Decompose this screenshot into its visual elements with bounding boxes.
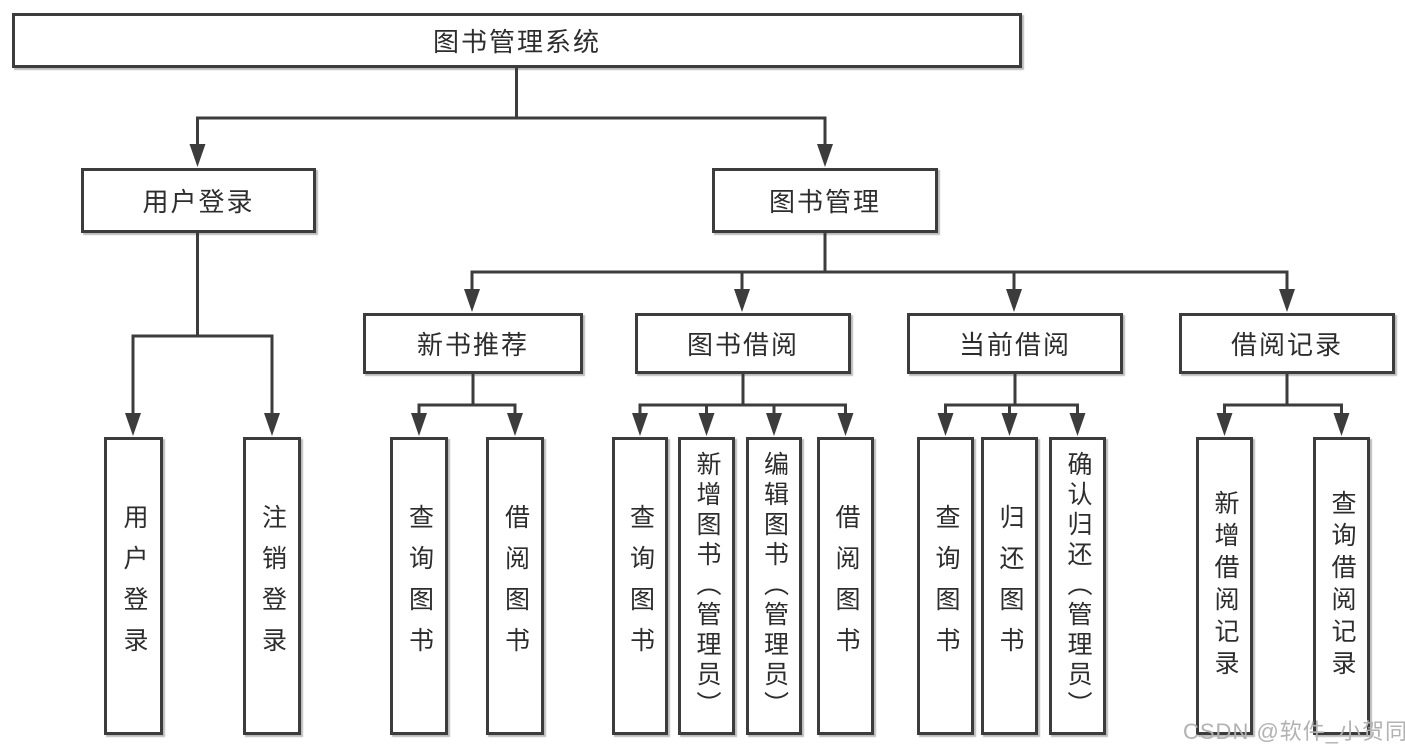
leaf-label: 查询图书	[932, 504, 960, 668]
node-label: 借阅记录	[1230, 330, 1343, 360]
leaf-user-login: 用户登录	[104, 437, 163, 735]
node-library-management-system: 图书管理系统	[12, 13, 1022, 68]
node-label: 新书推荐	[416, 330, 529, 360]
leaf-label: 借阅图书	[832, 504, 860, 668]
leaf-label: 查询借阅记录	[1328, 490, 1356, 682]
node-label: 图书借阅	[686, 330, 799, 360]
node-label: 图书管理	[768, 187, 881, 217]
leaf-borrow-books: 借阅图书	[817, 437, 874, 735]
node-label: 图书管理系统	[432, 27, 601, 57]
node-borrowing-records: 借阅记录	[1179, 313, 1395, 374]
leaf-label: 新增借阅记录	[1211, 490, 1239, 682]
node-new-book-recommend: 新书推荐	[363, 313, 583, 374]
node-current-borrowing: 当前借阅	[907, 313, 1123, 374]
node-label: 当前借阅	[958, 330, 1071, 360]
node-book-borrowing: 图书借阅	[635, 313, 851, 374]
leaf-label: 注销登录	[258, 504, 287, 668]
node-label: 用户登录	[142, 187, 255, 217]
node-book-management: 图书管理	[712, 168, 938, 233]
leaf-label: 查询图书	[626, 504, 655, 668]
leaf-logout: 注销登录	[243, 437, 301, 735]
csdn-watermark: CSDN @软件_小贺同学	[1183, 719, 1405, 744]
leaf-confirm-return-admin: 确认归还（管理员）	[1049, 437, 1106, 735]
leaf-label: 用户登录	[120, 504, 148, 668]
leaf-label: 归还图书	[996, 504, 1024, 668]
leaf-return-books: 归还图书	[981, 437, 1038, 735]
leaf-label: 查询图书	[405, 504, 434, 668]
leaf-label: 确认归还（管理员）	[1064, 451, 1092, 721]
leaf-label: 新增图书（管理员）	[693, 451, 721, 721]
leaf-borrow-books: 借阅图书	[486, 437, 544, 735]
leaf-label: 编辑图书（管理员）	[760, 451, 789, 721]
leaf-add-books-admin: 新增图书（管理员）	[678, 437, 735, 735]
leaf-query-books: 查询图书	[390, 437, 448, 735]
leaf-query-books: 查询图书	[917, 437, 974, 735]
node-user-login: 用户登录	[81, 168, 316, 233]
leaf-label: 借阅图书	[501, 504, 530, 668]
leaf-query-borrow-record: 查询借阅记录	[1313, 437, 1370, 735]
leaf-add-borrow-record: 新增借阅记录	[1196, 437, 1253, 735]
leaf-edit-books-admin: 编辑图书（管理员）	[746, 437, 802, 735]
leaf-query-books: 查询图书	[612, 437, 668, 735]
